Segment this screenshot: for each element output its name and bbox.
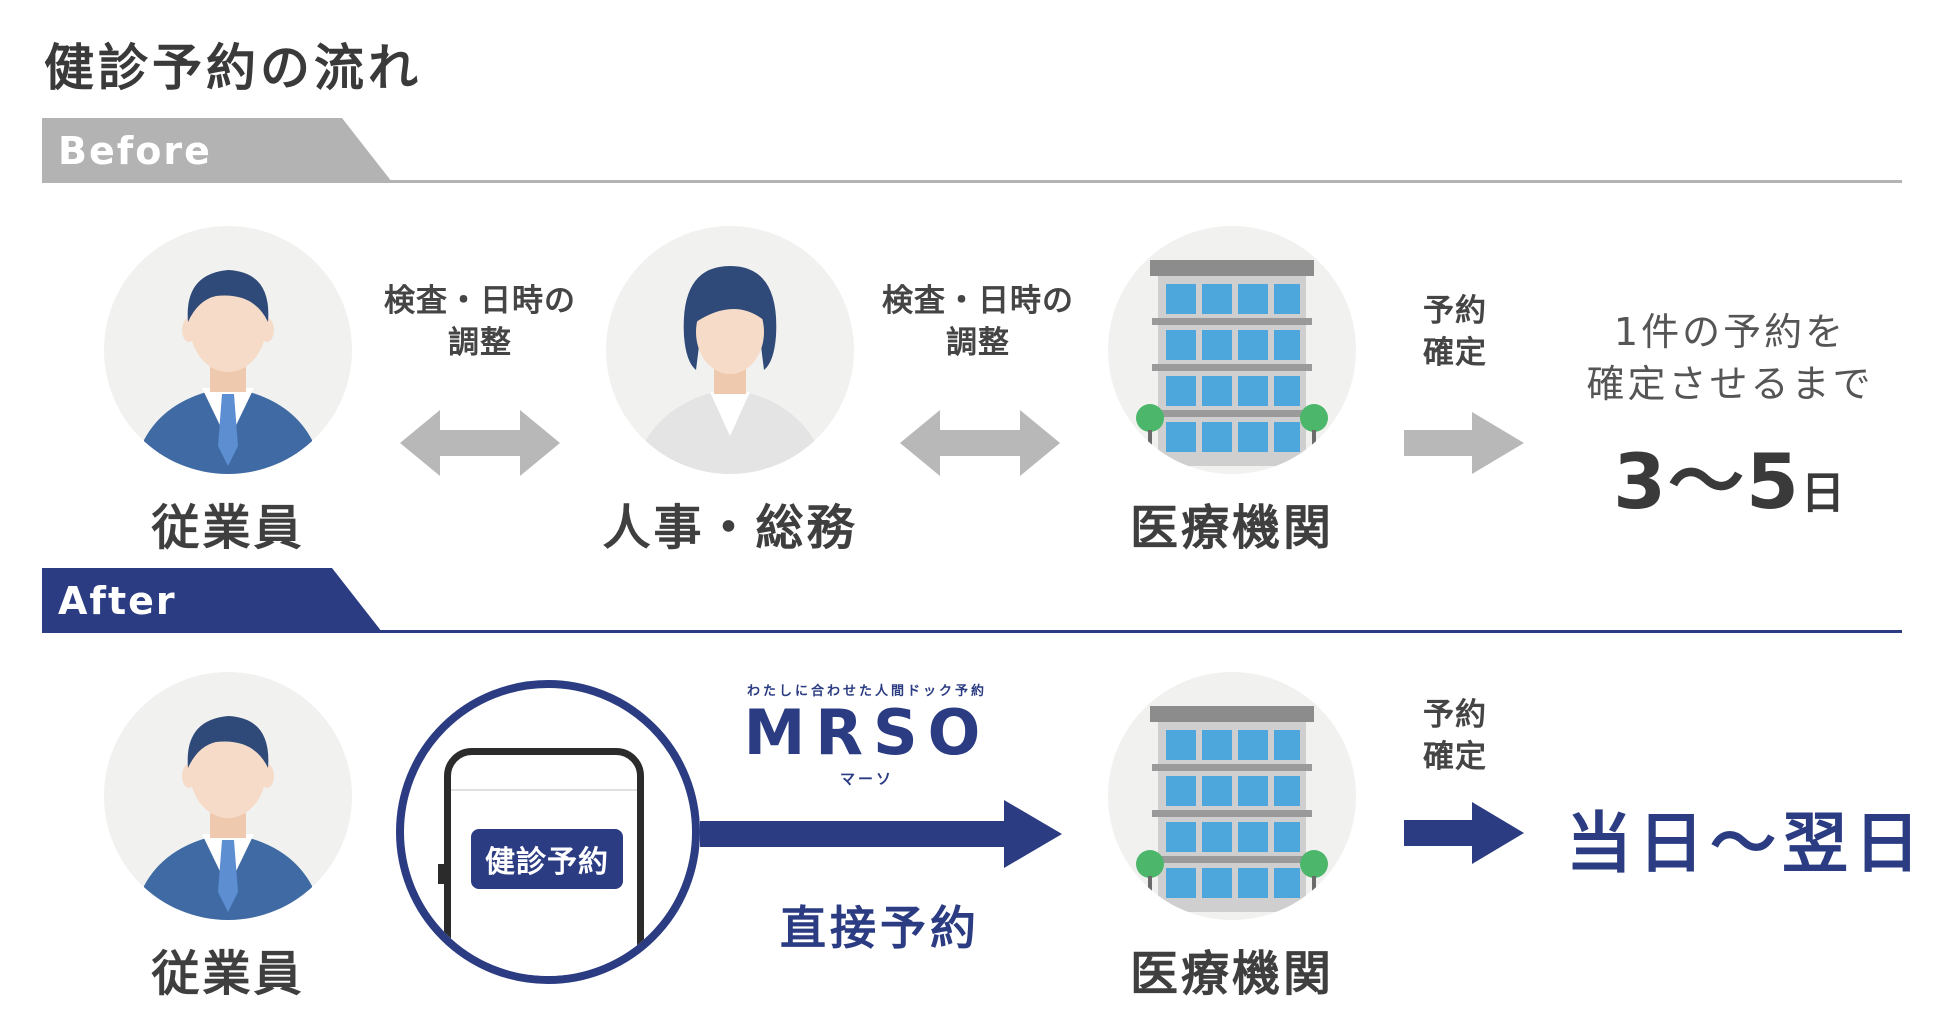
double-arrow-icon bbox=[900, 410, 1060, 476]
confirm-line1: 予約 bbox=[1423, 293, 1487, 329]
employee-avatar bbox=[104, 226, 352, 474]
checkup-booking-button[interactable]: 健診予約 bbox=[471, 829, 623, 889]
confirm-line2: 確定 bbox=[1423, 739, 1487, 775]
male-employee-icon bbox=[144, 716, 312, 920]
brand-kana: マーソ bbox=[839, 770, 894, 788]
result-duration-after: 当日〜翌日 bbox=[1566, 805, 1926, 882]
result-desc-line2: 確定させるまで bbox=[1586, 362, 1874, 406]
direct-booking-label: 直接予約 bbox=[780, 901, 980, 955]
arrow2-caption-line2: 調整 bbox=[946, 325, 1010, 361]
medical-avatar-after bbox=[1108, 672, 1356, 920]
arrow2-caption: 検査・日時の 調整 bbox=[868, 280, 1088, 364]
after-divider bbox=[42, 630, 1902, 633]
hospital-building-icon bbox=[1136, 706, 1328, 912]
hr-label: 人事・総務 bbox=[602, 500, 858, 556]
phone-header-line bbox=[451, 789, 637, 791]
phone-side-button bbox=[438, 864, 444, 884]
before-divider bbox=[42, 180, 1902, 183]
long-right-arrow-icon bbox=[700, 800, 1062, 868]
arrow1-caption-line2: 調整 bbox=[448, 325, 512, 361]
result-duration-before: 3〜5日 bbox=[1560, 420, 1900, 530]
brand-tagline: わたしに合わせた人間ドック予約 bbox=[746, 684, 987, 699]
confirm-line1: 予約 bbox=[1423, 697, 1487, 733]
employee-label-after: 従業員 bbox=[151, 946, 305, 1002]
result-value: 3〜5 bbox=[1613, 437, 1801, 526]
page-title: 健診予約の流れ bbox=[44, 39, 422, 97]
result-desc-line1: 1件の予約を bbox=[1613, 310, 1847, 354]
hospital-building-icon bbox=[1136, 260, 1328, 466]
medical-label-after: 医療機関 bbox=[1129, 946, 1334, 1002]
double-arrow-icon bbox=[400, 410, 560, 476]
confirm-caption-before: 予約 確定 bbox=[1400, 290, 1510, 374]
phone-circle: 健診予約 bbox=[396, 680, 700, 984]
arrow2-caption-line1: 検査・日時の bbox=[882, 283, 1074, 319]
medical-avatar-before bbox=[1108, 226, 1356, 474]
result-unit: 日 bbox=[1800, 468, 1847, 519]
employee-label-before: 従業員 bbox=[151, 500, 305, 556]
employee-avatar-after bbox=[104, 672, 352, 920]
right-arrow-icon bbox=[1404, 412, 1524, 474]
after-band: After bbox=[42, 568, 382, 632]
smartphone-icon: 健診予約 bbox=[444, 748, 644, 976]
brand-logo: MRSO bbox=[743, 696, 991, 769]
confirm-caption-after: 予約 確定 bbox=[1400, 694, 1510, 778]
female-hr-icon bbox=[646, 266, 814, 474]
arrow1-caption-line1: 検査・日時の bbox=[384, 283, 576, 319]
result-description: 1件の予約を 確定させるまで bbox=[1560, 306, 1900, 410]
hr-avatar bbox=[606, 226, 854, 474]
before-band: Before bbox=[42, 118, 392, 182]
male-employee-icon bbox=[144, 270, 312, 474]
confirm-line2: 確定 bbox=[1423, 335, 1487, 371]
arrow1-caption: 検査・日時の 調整 bbox=[370, 280, 590, 364]
medical-label-before: 医療機関 bbox=[1129, 500, 1334, 556]
right-arrow-icon bbox=[1404, 802, 1524, 864]
